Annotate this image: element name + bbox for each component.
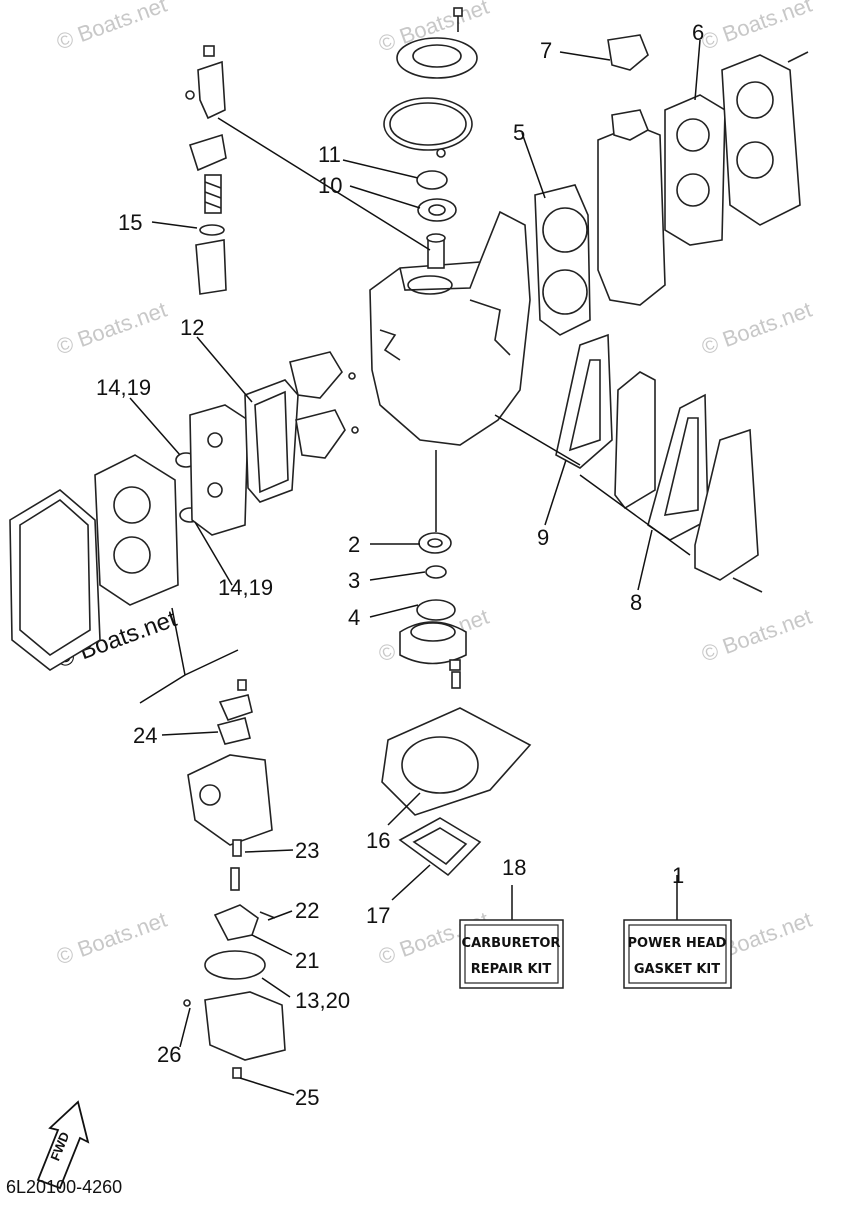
callout-labels: 1 2 3 4 5 6 7 8 9 10 11 12 14,19 14,19 1…	[96, 20, 704, 1110]
intake-group	[9, 351, 359, 671]
carburetor-kit-box: CARBURETOR REPAIR KIT	[459, 919, 564, 989]
cylinder-head-group	[534, 34, 809, 336]
watermark: © Boats.net	[53, 297, 170, 360]
watermark: © Boats.net	[698, 0, 815, 55]
callout-2: 2	[348, 532, 360, 557]
upper-seal-stack	[383, 7, 478, 222]
lower-seal-stack	[399, 532, 467, 689]
callout-7: 7	[540, 38, 552, 63]
leader-lines	[129, 39, 701, 1096]
carburetor-kit-line1: CARBURETOR	[462, 936, 561, 951]
callout-21: 21	[295, 948, 319, 973]
watermark: © Boats.net	[53, 907, 170, 970]
callout-26: 26	[157, 1042, 181, 1067]
callout-10: 10	[318, 173, 342, 198]
callout-9: 9	[537, 525, 549, 550]
callout-18: 18	[502, 855, 526, 880]
crankcase-block	[369, 210, 531, 446]
callout-12: 12	[180, 315, 204, 340]
diagram-code: 6L20100-4260	[6, 1177, 122, 1197]
callout-11: 11	[318, 142, 341, 167]
callout-16: 16	[366, 828, 390, 853]
powerhead-kit-box: POWER HEAD GASKET KIT	[623, 919, 732, 989]
callout-4: 4	[348, 605, 360, 630]
callout-17: 17	[366, 903, 390, 928]
callout-14-19-upper: 14,19	[96, 375, 151, 400]
exhaust-plates	[555, 333, 763, 593]
gaskets-16-17	[381, 707, 532, 877]
watermark: © Boats.net	[698, 604, 815, 667]
callout-22: 22	[295, 898, 319, 923]
callout-25: 25	[295, 1085, 319, 1110]
callout-14-19-lower: 14,19	[218, 575, 273, 600]
fwd-arrow-icon: FWD	[36, 1100, 90, 1190]
powerhead-kit-line2: GASKET KIT	[634, 962, 720, 977]
callout-5: 5	[513, 120, 525, 145]
callout-6: 6	[692, 20, 704, 45]
callout-3: 3	[348, 568, 360, 593]
callout-8: 8	[630, 590, 642, 615]
callout-13-20: 13,20	[295, 988, 350, 1013]
callout-24: 24	[133, 723, 157, 748]
watermark: © Boats.net	[698, 297, 815, 360]
carburetor-group	[183, 679, 286, 1079]
callout-23: 23	[295, 838, 319, 863]
powerhead-kit-line1: POWER HEAD	[628, 936, 727, 951]
callout-15: 15	[118, 210, 142, 235]
callout-1: 1	[672, 863, 684, 888]
carburetor-kit-line2: REPAIR KIT	[471, 962, 552, 977]
watermark: © Boats.net	[53, 0, 170, 55]
fuel-pump-group	[185, 45, 227, 295]
